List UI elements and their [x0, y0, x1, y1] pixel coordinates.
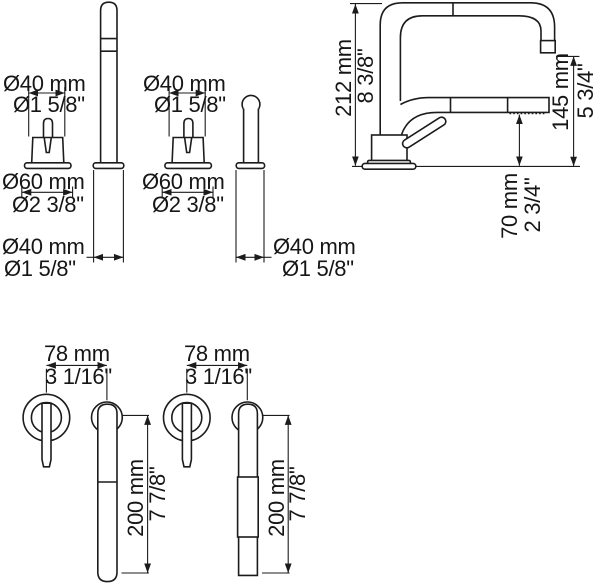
mixer-body	[370, 134, 408, 163]
spout-base-dimension	[86, 170, 124, 263]
spout-side-view	[92, 1, 125, 170]
dim-label-arm-height-mm: 70 mm	[497, 173, 522, 239]
handle-top-view-right	[162, 393, 211, 468]
sidespray-base-dimension	[235, 170, 272, 263]
dim-label-handle-left-diameter-mm: Ø40 mm	[3, 71, 86, 96]
dim-label-length-right-in: 7 7/8"	[285, 466, 310, 522]
sidespray-side-view	[235, 94, 266, 170]
mixer-side-view	[350, 1, 580, 170]
spout-outlet-tip	[539, 39, 556, 54]
dim-label-arm-height-in: 2 3/4"	[520, 177, 545, 233]
dim-label-handle-left-base-mm: Ø60 mm	[2, 169, 85, 194]
dim-label-handle-right-diameter-mm: Ø40 mm	[143, 71, 226, 96]
dim-label-handle-right-base-in: Ø2 3/8"	[152, 192, 224, 217]
dim-label-spread-left-mm: 78 mm	[44, 341, 110, 366]
dim-label-spray-column-in: Ø1 5/8"	[282, 256, 354, 281]
mixer-base-plate	[361, 162, 417, 170]
dim-label-spread-right-in: 3 1/16"	[185, 364, 252, 389]
dim-label-total-height-mm: 212 mm	[331, 39, 356, 117]
dim-label-total-height-in: 8 3/8"	[353, 48, 378, 104]
dim-label-spout-column-mm: Ø40 mm	[2, 234, 85, 259]
dim-label-outlet-height-in: 5 3/4"	[573, 63, 598, 119]
dim-label-spout-column-in: Ø1 5/8"	[4, 256, 76, 281]
topview-dimensions-left	[45, 361, 152, 574]
dim-label-spread-left-in: 3 1/16"	[45, 364, 112, 389]
dim-label-handle-right-diameter-in: Ø1 5/8"	[154, 92, 226, 117]
dim-label-outlet-height-mm: 145 mm	[548, 53, 573, 131]
dim-label-spray-column-mm: Ø40 mm	[273, 234, 356, 259]
spout-top-view-left	[90, 401, 124, 583]
dim-label-handle-left-base-in: Ø2 3/8"	[12, 192, 84, 217]
dim-label-handle-right-base-mm: Ø60 mm	[142, 169, 225, 194]
dim-label-length-left-mm: 200 mm	[123, 459, 148, 537]
dim-label-handle-left-diameter-in: Ø1 5/8"	[13, 92, 85, 117]
handle-top-view-left	[22, 393, 71, 468]
dim-label-length-left-in: 7 7/8"	[145, 466, 170, 522]
dim-label-spread-right-mm: 78 mm	[184, 341, 250, 366]
spout-top-view-right	[231, 401, 264, 577]
topview-dimensions-right	[186, 361, 292, 574]
